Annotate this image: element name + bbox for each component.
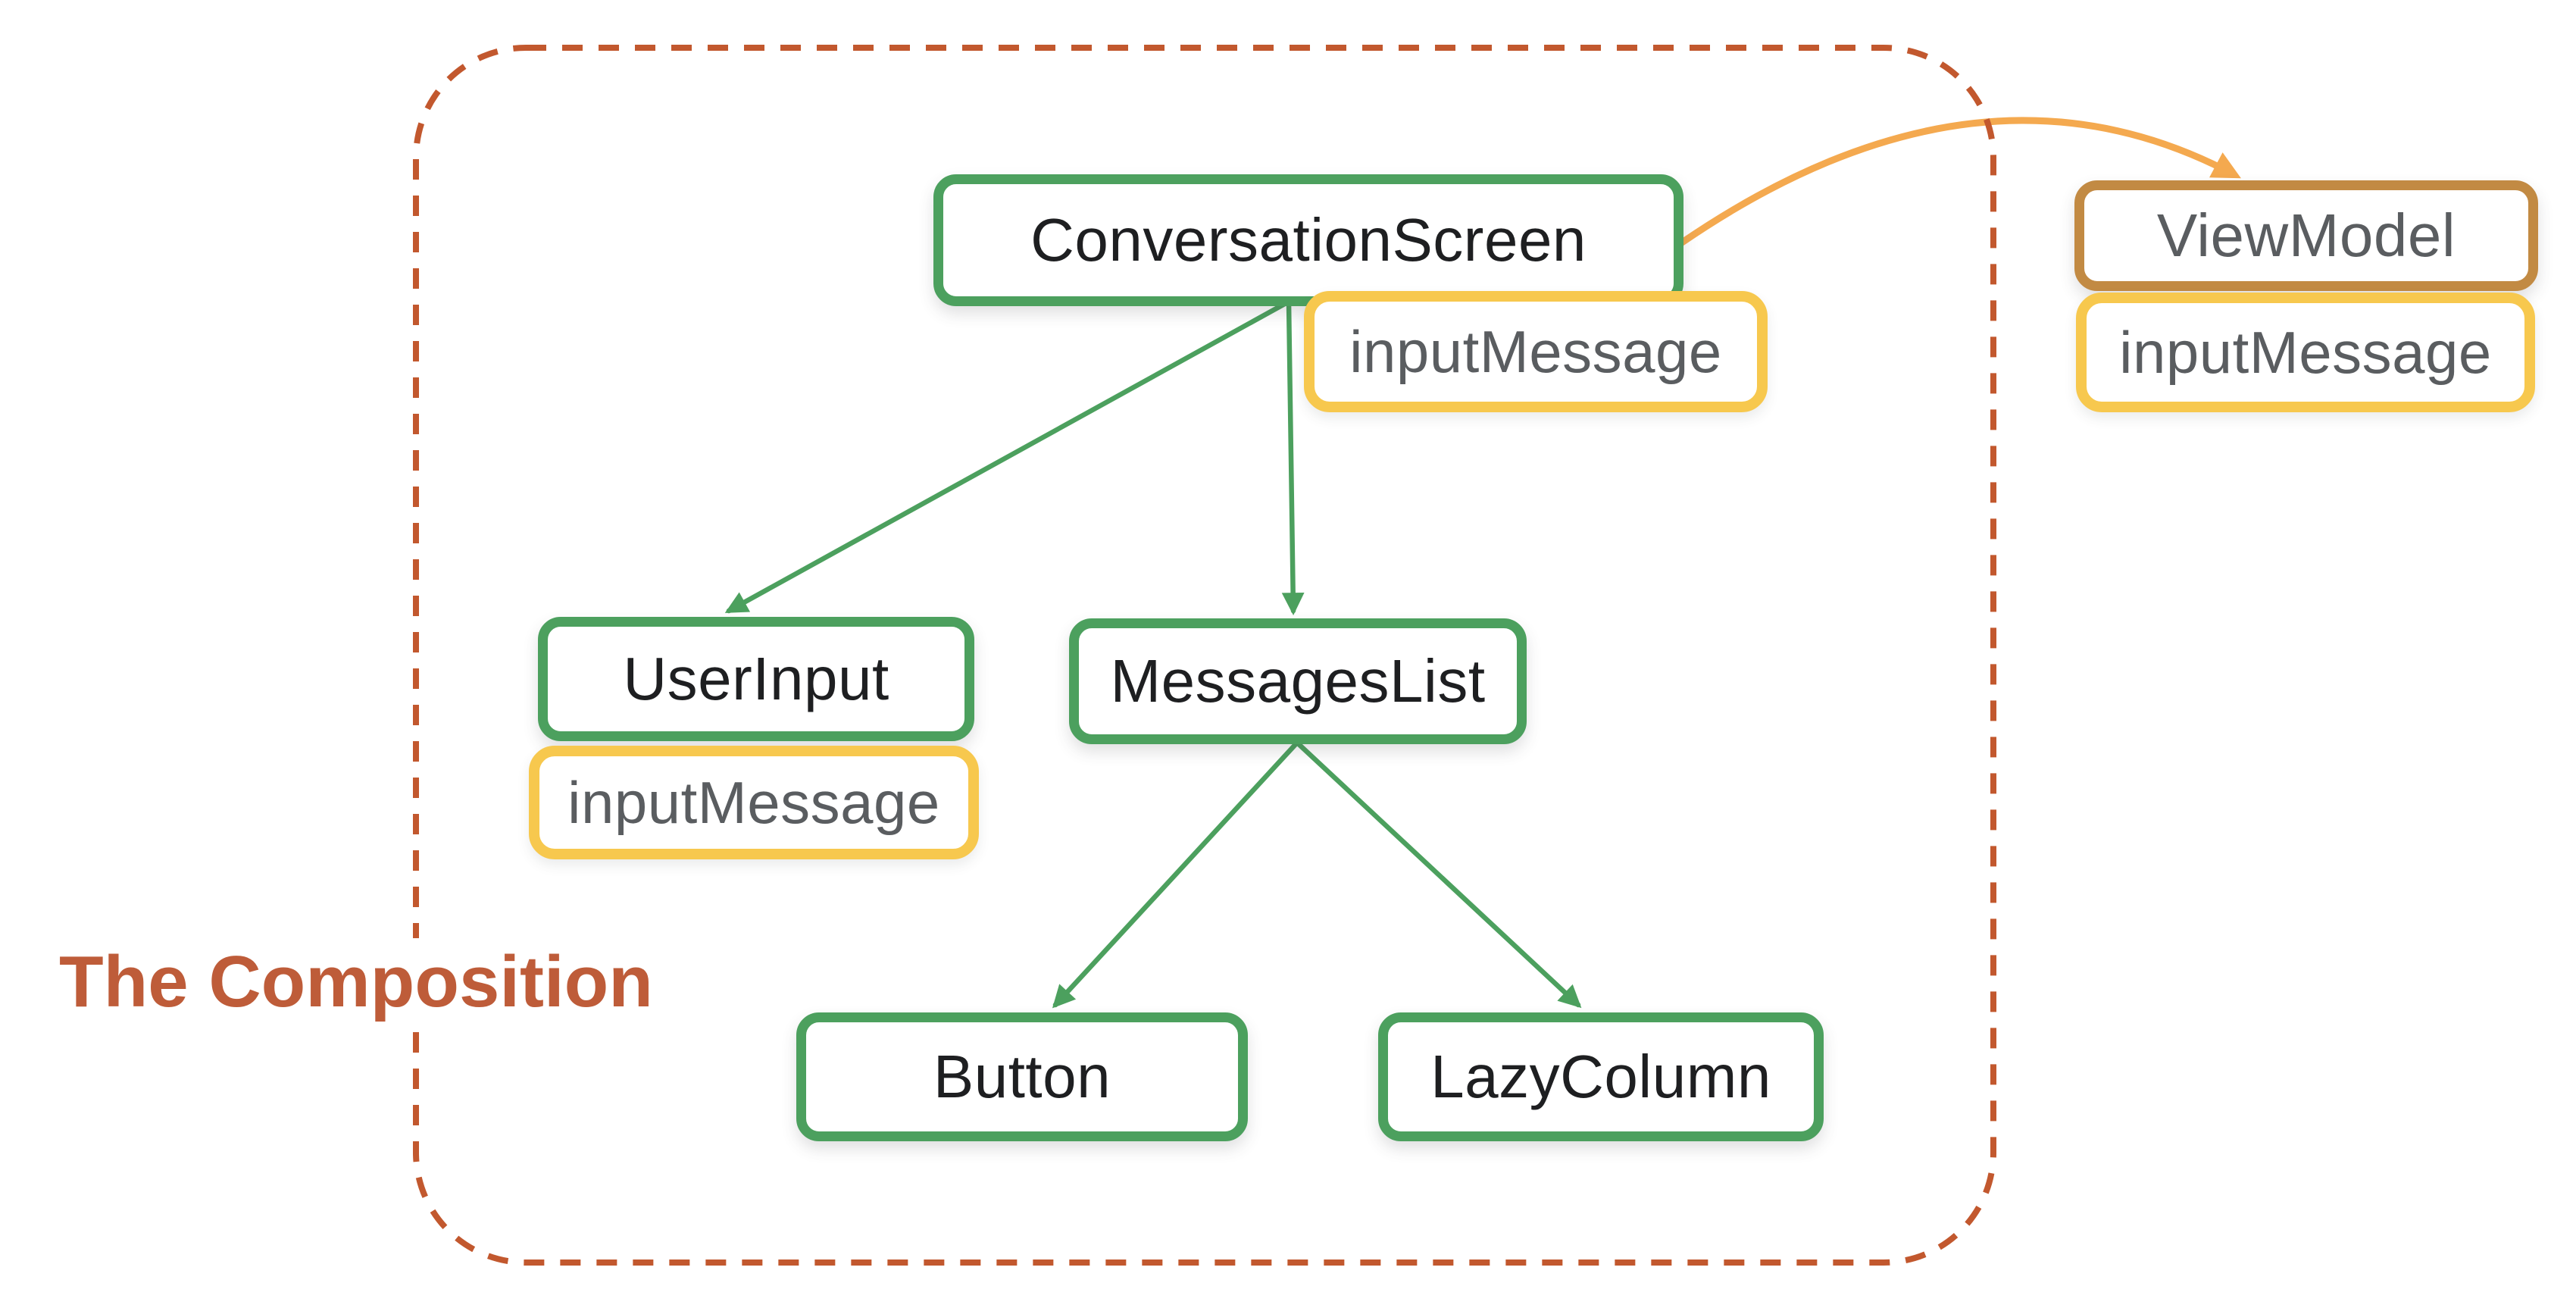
node-user-input: UserInput [538,617,974,741]
state-badge-user-input: inputMessage [529,746,979,859]
node-view-model-label: ViewModel [2156,202,2456,269]
node-view-model: ViewModel [2074,180,2538,291]
edge-conversationscreen-to-messageslist [1281,299,1305,615]
state-badge-view-model-label: inputMessage [2119,319,2492,386]
node-lazy-column: LazyColumn [1378,1012,1824,1141]
node-conversation-screen: ConversationScreen [933,174,1683,306]
state-badge-conversation-screen: inputMessage [1304,291,1768,412]
state-badge-user-input-label: inputMessage [567,769,940,836]
state-badge-view-model: inputMessage [2076,293,2535,412]
edge-conversationscreen-to-userinput [724,299,1292,614]
edge-messageslist-to-button [1052,740,1300,1009]
node-messages-list-label: MessagesList [1110,647,1486,715]
node-button: Button [796,1012,1248,1141]
node-conversation-screen-label: ConversationScreen [1030,206,1587,274]
node-user-input-label: UserInput [623,645,889,712]
edge-messageslist-to-lazycolumn [1294,740,1582,1009]
node-button-label: Button [933,1043,1111,1110]
state-badge-conversation-screen-label: inputMessage [1349,318,1722,385]
edge-conversationscreen-to-viewmodel [1678,117,2241,246]
node-messages-list: MessagesList [1069,618,1527,744]
node-lazy-column-label: LazyColumn [1430,1043,1771,1110]
diagram-title: The Composition [47,938,665,1027]
